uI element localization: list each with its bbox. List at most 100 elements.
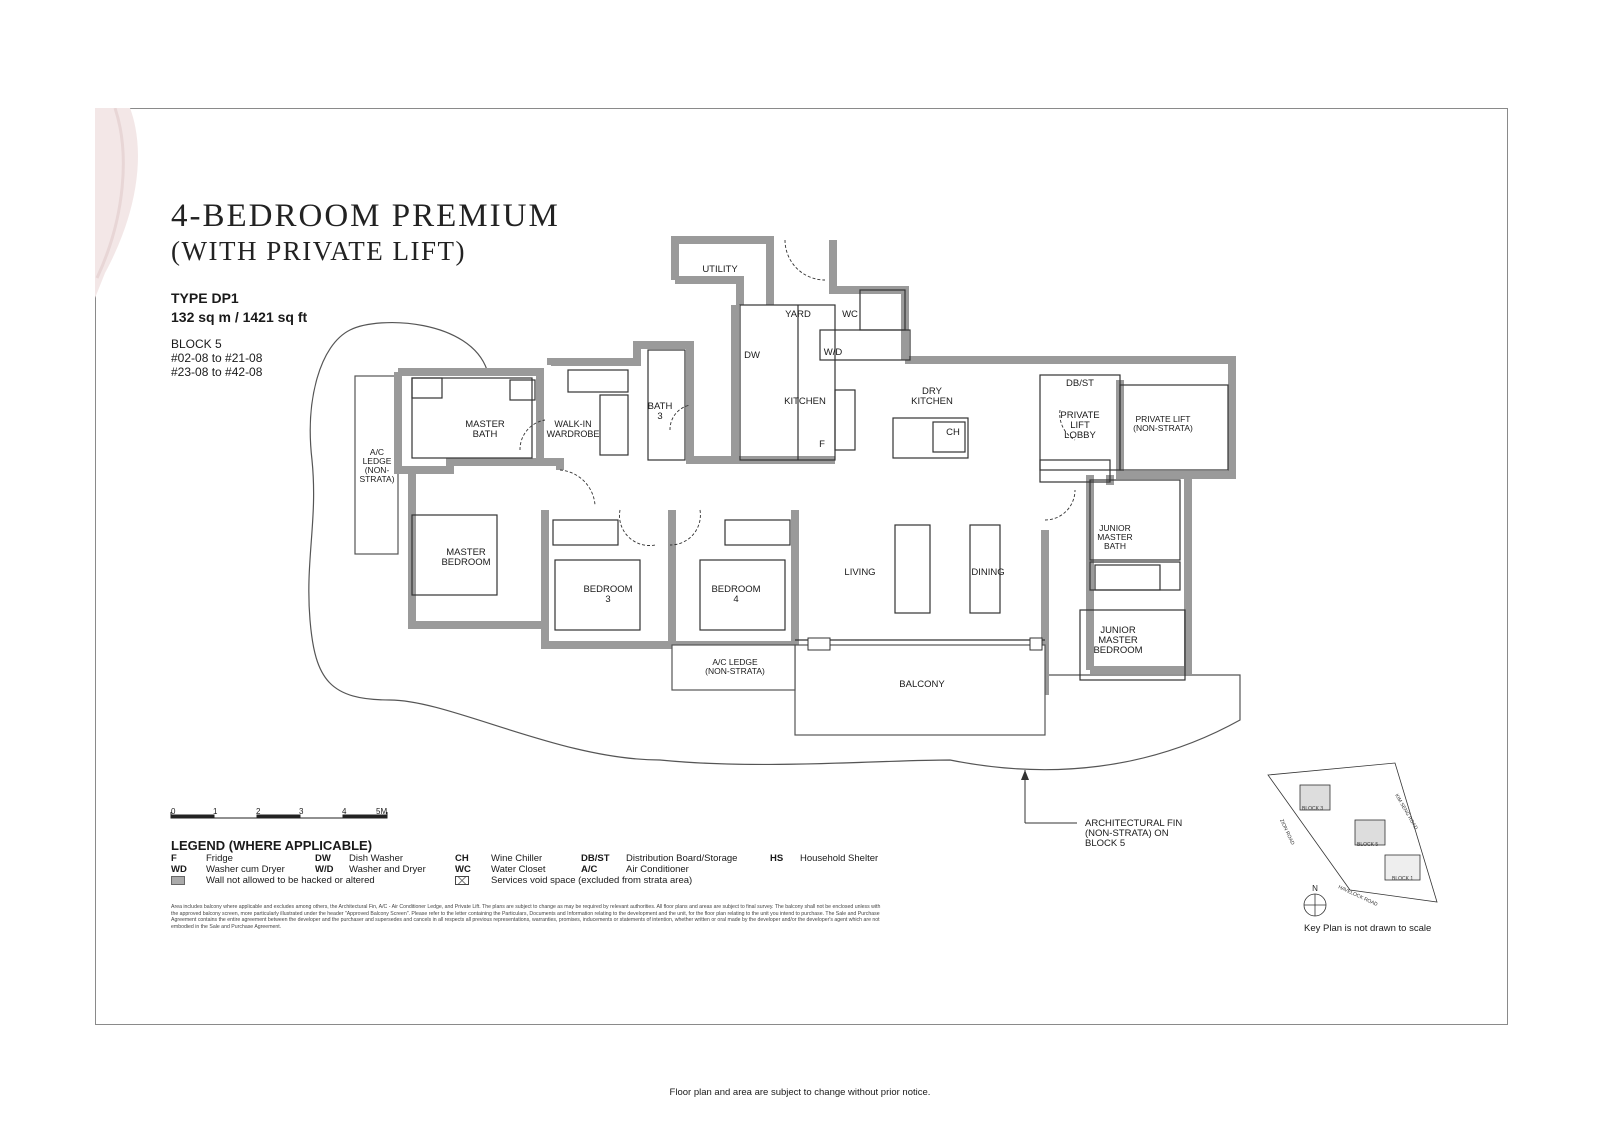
decorative-swoosh <box>95 108 138 298</box>
label-bedroom3-1: BEDROOM <box>583 584 632 595</box>
label-junior-bath-2: MASTER <box>1097 532 1132 542</box>
keyplan-note: Key Plan is not drawn to scale <box>1304 923 1432 934</box>
keyplan-road-3: HAVELOCK ROAD <box>1337 884 1379 908</box>
legend-label: Air Conditioner <box>626 864 689 875</box>
legend-label: Fridge <box>206 853 233 864</box>
legend-label: Washer cum Dryer <box>206 864 285 875</box>
label-utility: UTILITY <box>702 264 738 275</box>
label-junior-bath-1: JUNIOR <box>1099 523 1131 533</box>
label-master-bedroom-2: BEDROOM <box>441 557 490 568</box>
scale-tick-0: 0 <box>171 807 176 816</box>
label-fin-3: BLOCK 5 <box>1085 838 1125 849</box>
keyplan-block-5: BLOCK 5 <box>1357 842 1378 848</box>
label-junior-bedroom-1: JUNIOR <box>1100 625 1136 636</box>
label-bath3-1: BATH <box>648 401 673 412</box>
legend-abbr: DW <box>315 853 331 864</box>
label-bedroom4-1: BEDROOM <box>711 584 760 595</box>
label-living: LIVING <box>844 567 875 578</box>
scale-bar <box>170 812 388 819</box>
label-balcony: BALCONY <box>899 679 945 690</box>
legend-label: Wine Chiller <box>491 853 543 864</box>
ac-ledge-bottom <box>671 644 796 691</box>
scale-tick-2: 2 <box>256 807 261 816</box>
scale-tick-1: 1 <box>213 807 218 816</box>
block-info: BLOCK 5 #02-08 to #21-08 #23-08 to #42-0… <box>171 337 262 379</box>
legend-label: Washer and Dryer <box>349 864 426 875</box>
footer-notice: Floor plan and area are subject to chang… <box>669 1087 931 1098</box>
key-plan <box>1267 762 1438 917</box>
keyplan-block-1: BLOCK 1 <box>1392 876 1413 882</box>
block-number: BLOCK 5 <box>171 337 222 351</box>
label-ac-ledge-bottom-2: (NON-STRATA) <box>705 666 765 676</box>
label-dbst: DB/ST <box>1066 378 1094 389</box>
legend-abbr: WD <box>171 864 187 875</box>
scale-tick-3: 3 <box>299 807 304 816</box>
label-fin-1: ARCHITECTURAL FIN <box>1085 818 1182 829</box>
legend-abbr: W/D <box>315 864 334 875</box>
label-fin-2: (NON-STRATA) ON <box>1085 828 1169 839</box>
label-junior-bath-3: BATH <box>1104 541 1126 551</box>
legend-label: Distribution Board/Storage <box>626 853 738 864</box>
legend-void-swatch <box>455 876 469 885</box>
legend-abbr: F <box>171 853 177 864</box>
label-fridge: F <box>819 439 825 450</box>
label-bedroom4-2: 4 <box>733 594 738 605</box>
label-junior-bedroom-3: BEDROOM <box>1093 645 1142 656</box>
label-yard: YARD <box>785 309 811 320</box>
disclaimer: Area includes balcony where applicable a… <box>171 904 881 930</box>
label-bath3-2: 3 <box>657 411 662 422</box>
legend-abbr: CH <box>455 853 469 864</box>
unit-range-1: #02-08 to #21-08 <box>171 351 263 365</box>
label-wd: W/D <box>824 347 843 358</box>
label-ac-ledge-left-1: A/C <box>370 447 384 457</box>
legend-label: Dish Washer <box>349 853 404 864</box>
legend-label: Wall not allowed to be hacked or altered <box>206 875 375 886</box>
label-walkin-1: WALK-IN <box>554 419 591 429</box>
label-master-bath-2: BATH <box>473 429 498 440</box>
label-lift-lobby-2: LIFT <box>1070 420 1090 431</box>
legend-label: Services void space (excluded from strat… <box>491 875 693 886</box>
architectural-fin-outline <box>308 322 1241 771</box>
label-private-lift-2: (NON-STRATA) <box>1133 423 1193 433</box>
legend-abbr: WC <box>455 864 471 875</box>
legend-title: LEGEND (WHERE APPLICABLE) <box>171 838 373 853</box>
keyplan-road-2: ZION ROAD <box>1278 818 1295 846</box>
label-lift-lobby-3: LOBBY <box>1064 430 1096 441</box>
legend-abbr: A/C <box>581 864 598 875</box>
legend-abbr: HS <box>770 853 784 864</box>
legend-abbr: DB/ST <box>581 853 610 864</box>
label-ac-ledge-bottom-1: A/C LEDGE <box>712 657 758 667</box>
label-private-lift-1: PRIVATE LIFT <box>1136 414 1191 424</box>
label-dw: DW <box>744 350 760 361</box>
unit-range-2: #23-08 to #42-08 <box>171 365 263 379</box>
label-ac-ledge-left-3: (NON- <box>365 465 390 475</box>
label-junior-bedroom-2: MASTER <box>1098 635 1138 646</box>
label-dry-kitchen-1: DRY <box>922 386 943 397</box>
plan-title: 4-BEDROOM PREMIUM <box>171 198 560 234</box>
label-lift-lobby-1: PRIVATE <box>1060 410 1099 421</box>
unit-area: 132 sq m / 1421 sq ft <box>171 309 308 325</box>
unit-type: TYPE DP1 <box>171 290 239 306</box>
label-ac-ledge-left-4: STRATA) <box>359 474 394 484</box>
scale-tick-4: 4 <box>342 807 347 816</box>
legend-label: Water Closet <box>491 864 546 875</box>
label-dining: DINING <box>971 567 1004 578</box>
label-wc: WC <box>842 309 858 320</box>
label-ch: CH <box>946 427 960 438</box>
label-dry-kitchen-2: KITCHEN <box>911 396 953 407</box>
label-walkin-2: WARDROBE <box>547 429 600 439</box>
ac-ledge-left <box>354 375 399 555</box>
keyplan-block-3: BLOCK 3 <box>1302 806 1323 812</box>
label-master-bedroom-1: MASTER <box>446 547 486 558</box>
north-marker: N <box>1312 884 1318 893</box>
label-bedroom3-2: 3 <box>605 594 610 605</box>
label-ac-ledge-left-2: LEDGE <box>363 456 392 466</box>
legend-label: Household Shelter <box>800 853 879 864</box>
label-kitchen: KITCHEN <box>784 396 826 407</box>
page-frame <box>95 108 1508 1025</box>
label-master-bath-1: MASTER <box>465 419 505 430</box>
legend-wall-swatch <box>171 876 185 885</box>
balcony-area <box>794 644 1046 736</box>
plan-subtitle: (WITH PRIVATE LIFT) <box>171 236 466 266</box>
